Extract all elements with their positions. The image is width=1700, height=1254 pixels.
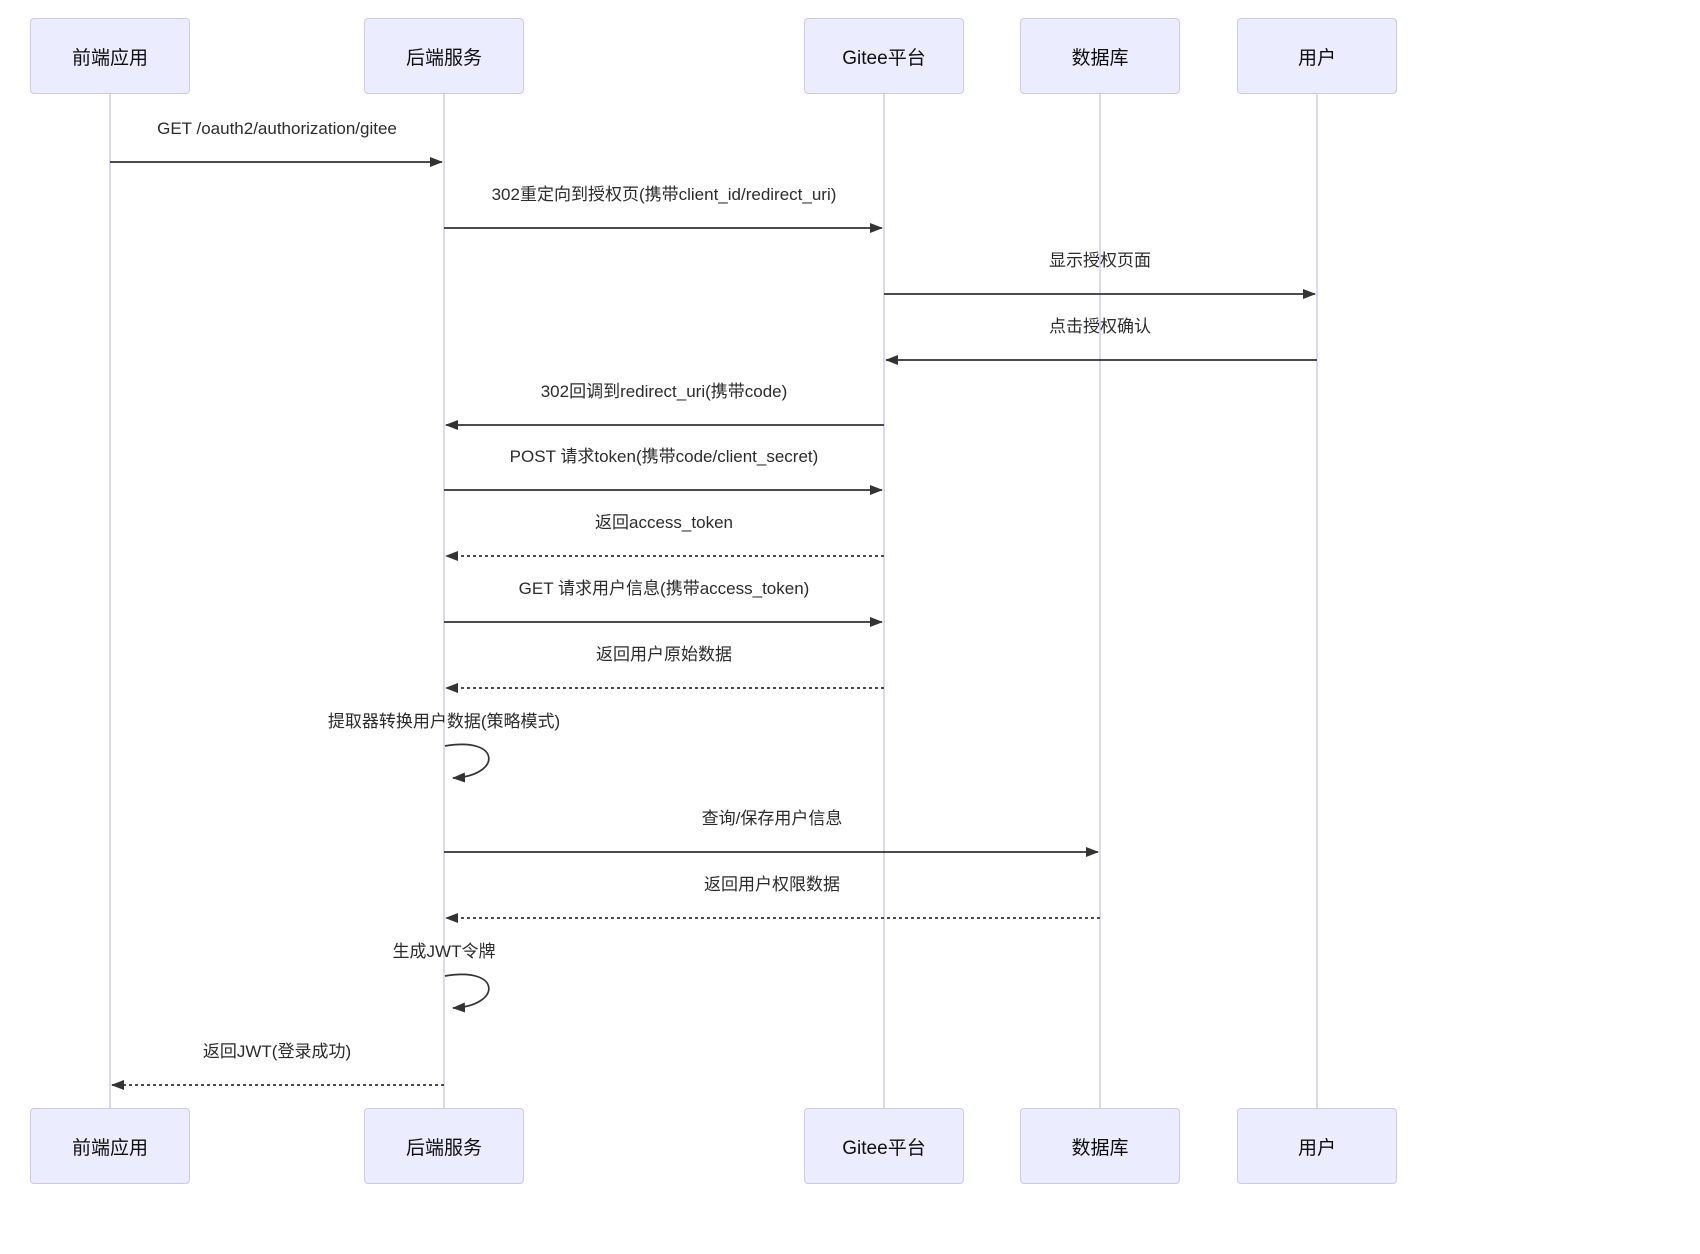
message-label-4: 302回调到redirect_uri(携带code) <box>540 382 788 401</box>
message-label-8: 返回用户原始数据 <box>596 645 732 664</box>
actor-label: 后端服务 <box>405 1137 482 1159</box>
message-label-13: 返回JWT(登录成功) <box>202 1042 352 1061</box>
actor-top-gitee: Gitee平台 <box>804 18 964 94</box>
actor-top-database: 数据库 <box>1020 18 1180 94</box>
actor-label: 前端应用 <box>71 47 148 69</box>
message-label-11: 返回用户权限数据 <box>704 875 840 894</box>
message-label-6: 返回access_token <box>595 513 733 532</box>
actor-bottom-backend: 后端服务 <box>364 1108 524 1184</box>
self-loop-0 <box>444 743 490 783</box>
actor-bottom-gitee: Gitee平台 <box>804 1108 964 1184</box>
actor-top-user: 用户 <box>1237 18 1397 94</box>
actor-bottom-user: 用户 <box>1237 1108 1397 1184</box>
actor-label: 前端应用 <box>71 1137 148 1159</box>
message-label-9: 提取器转换用户数据(策略模式) <box>327 712 561 731</box>
message-label-0: GET /oauth2/authorization/gitee <box>157 119 397 138</box>
message-label-10: 查询/保存用户信息 <box>701 809 843 828</box>
message-label-2: 显示授权页面 <box>1049 251 1151 270</box>
actor-bottom-frontend: 前端应用 <box>30 1108 190 1184</box>
actor-top-backend: 后端服务 <box>364 18 524 94</box>
actor-label: 用户 <box>1297 47 1336 69</box>
self-loop-1 <box>444 973 490 1013</box>
actor-label: Gitee平台 <box>842 1137 926 1159</box>
message-label-7: GET 请求用户信息(携带access_token) <box>518 579 810 598</box>
actor-top-frontend: 前端应用 <box>30 18 190 94</box>
message-label-12: 生成JWT令牌 <box>392 942 496 961</box>
message-label-1: 302重定向到授权页(携带client_id/redirect_uri) <box>491 185 837 204</box>
message-label-5: POST 请求token(携带code/client_secret) <box>509 447 819 466</box>
message-label-3: 点击授权确认 <box>1049 317 1151 336</box>
actor-label: Gitee平台 <box>842 47 926 69</box>
actor-label: 数据库 <box>1071 1137 1129 1159</box>
actor-label: 用户 <box>1297 1137 1336 1159</box>
actor-label: 后端服务 <box>405 47 482 69</box>
actor-label: 数据库 <box>1071 47 1129 69</box>
actor-bottom-database: 数据库 <box>1020 1108 1180 1184</box>
